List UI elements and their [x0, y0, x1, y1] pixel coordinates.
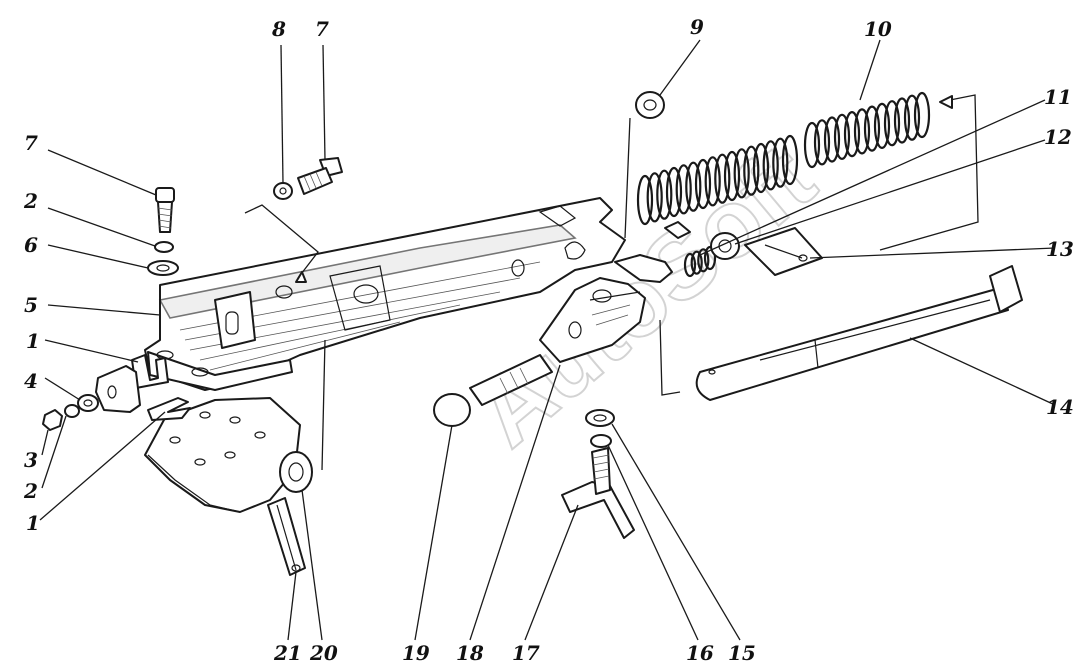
callout-7: 7 [24, 131, 38, 155]
callout-11: 11 [1044, 85, 1072, 109]
spring-coil [873, 102, 891, 150]
callout-6: 6 [24, 233, 38, 257]
guide-line-rod [659, 319, 681, 396]
callout-21: 21 [273, 641, 302, 663]
spring-washer-2-upper [154, 241, 174, 253]
arrow-head [939, 95, 953, 109]
callout-4: 4 [24, 369, 38, 393]
washer-8 [273, 182, 293, 200]
washer-6 [147, 260, 179, 276]
spring-coil [694, 158, 712, 210]
spring-coil [823, 116, 841, 163]
spring-coil [656, 169, 673, 220]
washer-9 [635, 91, 665, 119]
callout-17: 17 [512, 641, 540, 663]
spring-coil [863, 105, 881, 152]
spring-coil [704, 156, 721, 207]
spring-coil [853, 108, 871, 155]
bolt-7-left [155, 187, 175, 233]
washer-15 [585, 409, 615, 427]
spring-washer-16 [590, 434, 612, 448]
arrow-head [295, 271, 307, 283]
callout-2: 2 [23, 189, 38, 213]
spring-hook [664, 221, 691, 239]
spring-washer-2-lower [64, 404, 80, 418]
spring-coil [697, 248, 710, 273]
callout-7: 7 [315, 17, 329, 41]
spring-coil [683, 252, 697, 278]
guide-line-spring-right [879, 94, 979, 251]
spring-coil [903, 94, 921, 141]
spring-coil [781, 134, 799, 186]
spring-coil [675, 164, 692, 215]
callout-5: 5 [24, 293, 38, 317]
callout-1: 1 [26, 511, 40, 535]
guide-line-washer [321, 339, 326, 471]
spring-coil [803, 121, 821, 169]
spring-coil [723, 150, 741, 202]
spring-coil [690, 250, 703, 275]
spring-coil [813, 119, 831, 166]
nut-3 [42, 409, 63, 431]
spring-coil [733, 148, 750, 199]
callout-leaders [39, 39, 1056, 641]
callout-9: 9 [690, 15, 704, 39]
spring-coil [762, 140, 779, 191]
callout-10: 10 [864, 17, 892, 41]
callout-8: 8 [271, 17, 286, 41]
callout-15: 15 [728, 641, 756, 663]
spring-coil [833, 113, 851, 160]
guide-line-bolt [244, 204, 319, 279]
spring-coil [743, 145, 760, 196]
callout-12: 12 [1044, 125, 1072, 149]
spring-coil [714, 153, 731, 204]
spring-12-small [683, 245, 717, 278]
callout-3: 3 [24, 448, 38, 472]
callout-labels: 8 7 7 2 6 5 1 4 3 2 1 9 10 11 12 13 14 1… [23, 15, 1074, 663]
spring-coil [665, 166, 683, 218]
callout-13: 13 [1046, 237, 1074, 261]
spring-coil [843, 111, 861, 158]
spring-coil [636, 174, 654, 226]
pawl-link [539, 254, 673, 363]
callout-2: 2 [23, 479, 38, 503]
clip-1-upper [131, 354, 169, 389]
spring-10-large [636, 134, 799, 226]
pin-19 [433, 354, 553, 427]
wing-screw-17 [561, 447, 635, 539]
spring-coil [893, 97, 911, 144]
plate-4 [95, 365, 141, 413]
spring-coil [883, 100, 901, 147]
washer-4-ring [77, 394, 99, 412]
callout-19: 19 [402, 641, 430, 663]
washer-20 [279, 451, 313, 493]
callout-1: 1 [26, 329, 40, 353]
spring-coil [703, 245, 717, 271]
spring-coil [685, 161, 702, 212]
callout-14: 14 [1046, 395, 1074, 419]
pin-rod-14 [695, 265, 1023, 401]
spring-coil [772, 137, 789, 188]
spring-coil [913, 91, 931, 139]
washer-11 [710, 232, 740, 260]
lever-arm [144, 197, 626, 391]
clip-1-lower [147, 397, 191, 421]
cotter-pin-21 [267, 497, 306, 576]
spring-10-upper [803, 91, 931, 169]
callout-20: 20 [309, 641, 338, 663]
spring-coil [752, 142, 770, 194]
spring-coil [646, 172, 663, 223]
bolt-7-top [297, 157, 343, 195]
guide-line-spring-left [624, 117, 631, 239]
callout-18: 18 [456, 641, 484, 663]
callout-16: 16 [686, 641, 714, 663]
base-bracket [144, 397, 301, 513]
